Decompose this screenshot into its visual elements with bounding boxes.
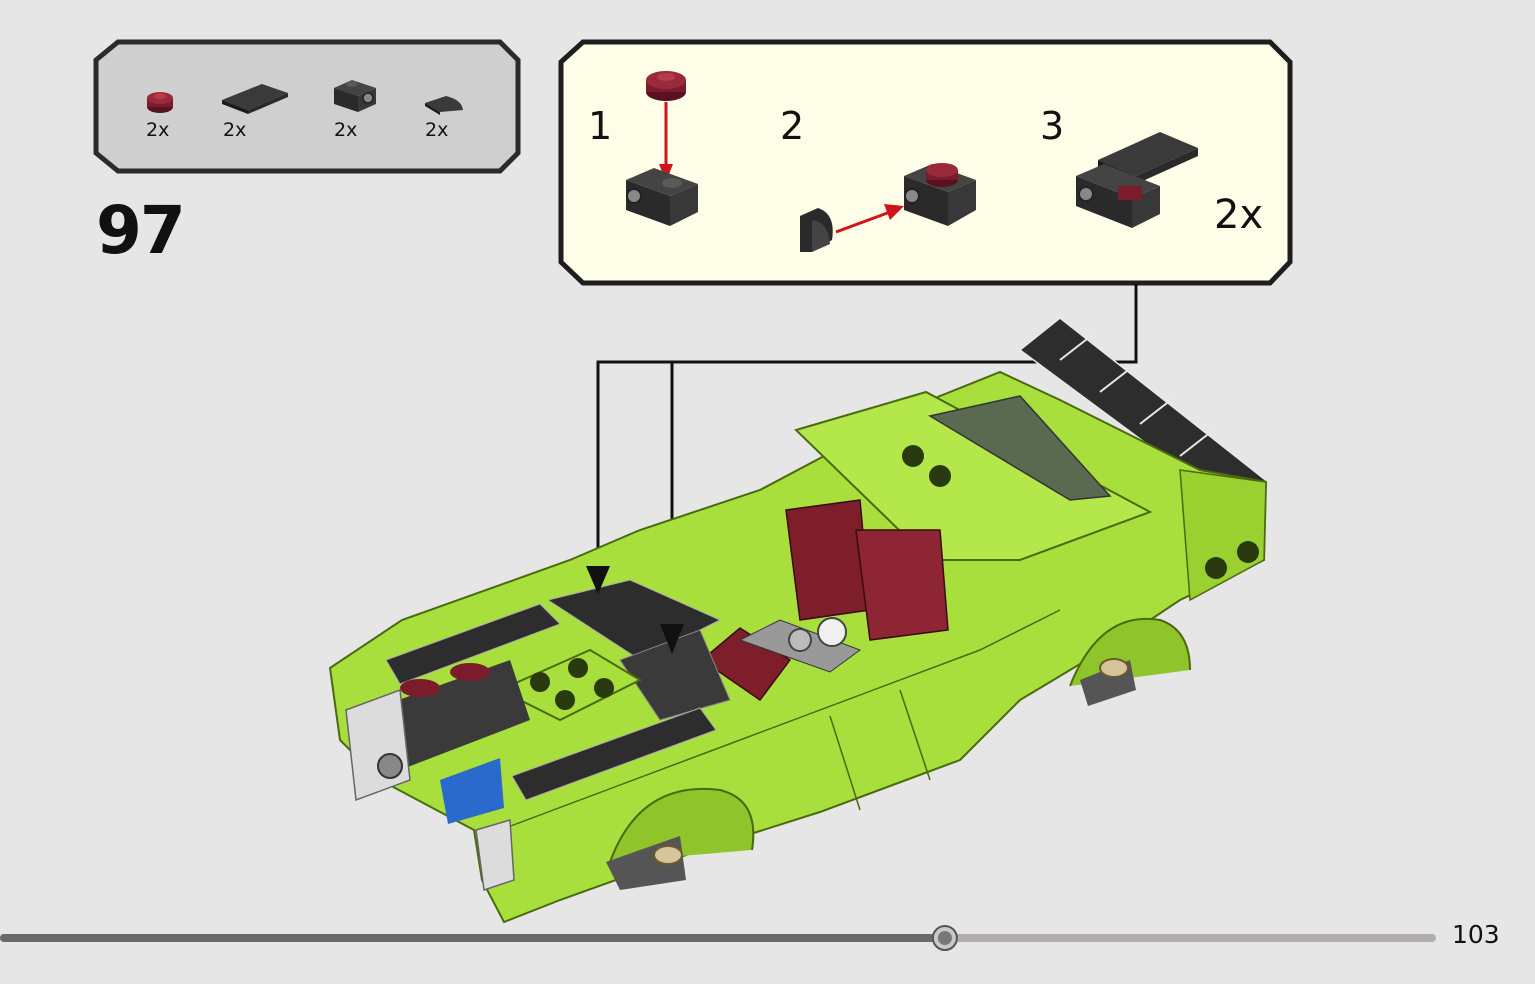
part-qty-4: 2x <box>425 119 449 141</box>
substep-number-3: 3 <box>1040 104 1065 148</box>
part-qty-3: 2x <box>334 119 358 141</box>
placement-arrows <box>586 566 684 654</box>
substep-2-illustration <box>800 163 976 252</box>
substep-number-1: 1 <box>588 104 613 148</box>
car-interior <box>700 499 949 702</box>
step-number: 97 <box>96 192 186 269</box>
engine-bay <box>345 579 731 891</box>
part-qty-1: 2x <box>146 119 170 141</box>
substep-3-illustration <box>1076 132 1198 228</box>
part-qty-2: 2x <box>223 119 247 141</box>
page-number: 103 <box>1452 920 1500 949</box>
substep-1-illustration <box>626 71 698 226</box>
substep-number-2: 2 <box>780 104 805 148</box>
repeat-count: 2x <box>1214 192 1264 238</box>
